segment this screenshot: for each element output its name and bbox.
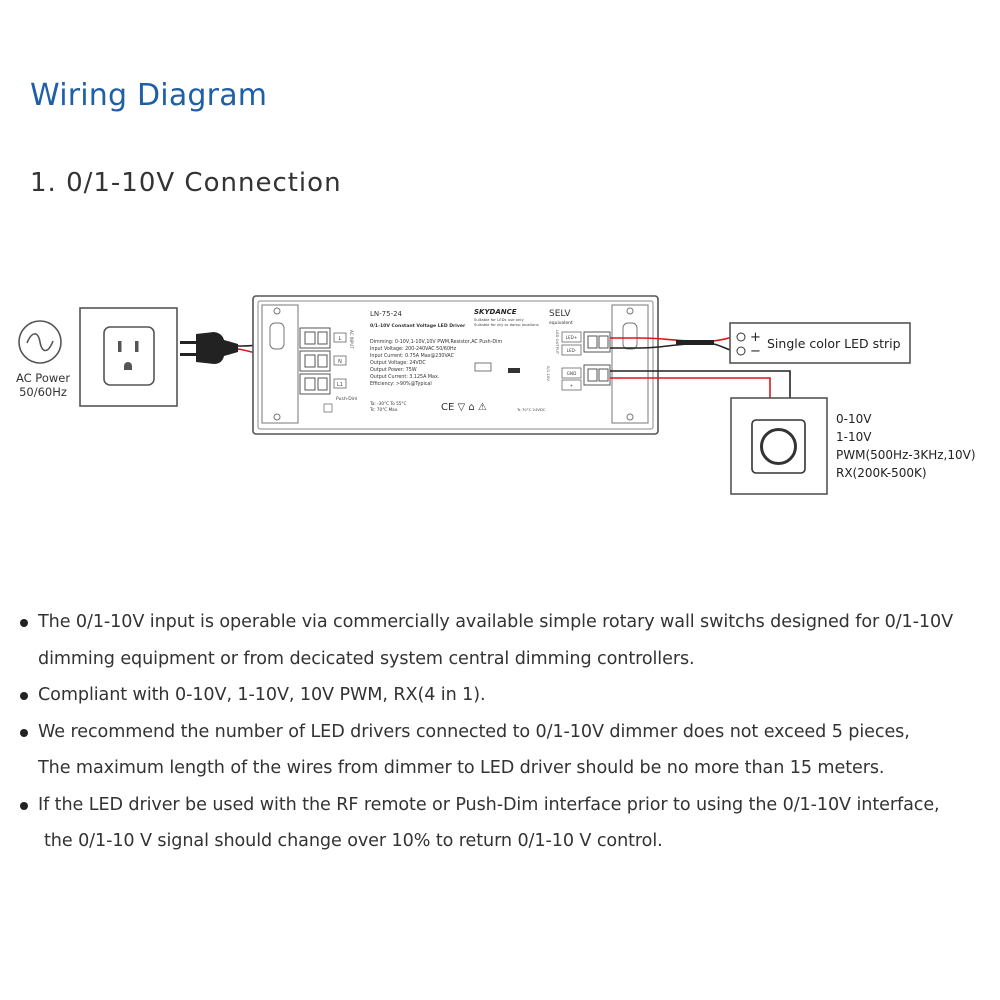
- ac-power-label: AC Power: [16, 371, 70, 385]
- terminal-l-label: L: [339, 336, 342, 342]
- wiring-diagram: AC Power 50/60Hz: [16, 295, 976, 495]
- note-line: If the LED driver be used with the RF re…: [38, 794, 940, 815]
- spec-line: Output Current: 3.125A Max.: [370, 374, 439, 380]
- dimmer-wires: [610, 370, 791, 398]
- note-line: The maximum length of the wires from dim…: [38, 758, 885, 778]
- spec-line: Efficiency: >90%@Typical: [370, 381, 432, 387]
- page-title: Wiring Diagram: [30, 78, 268, 113]
- spec-line: Input Current: 0.75A Max@230VAC: [370, 353, 455, 359]
- dimmer-mode: 1-10V: [836, 430, 872, 444]
- driver-spec-list: Dimming: 0-10V,1-10V,10V PWM,Resistor,AC…: [370, 339, 502, 387]
- push-dim-label: Push-Dim: [336, 396, 357, 402]
- note-line: dimming equipment or from decicated syst…: [38, 648, 695, 669]
- driver-product-name: 0/1-10V Constant Voltage LED Driver: [370, 323, 466, 329]
- driver-model: LN-75-24: [370, 310, 403, 318]
- led-strip-label: Single color LED strip: [767, 336, 901, 351]
- note-item: The 0/1-10V input is operable via commer…: [20, 604, 980, 677]
- ac-power-icon: [18, 320, 62, 364]
- note-line: We recommend the number of LED drivers c…: [38, 721, 910, 742]
- dim-side-label: 0/1-10V: [546, 366, 551, 381]
- bullet-icon: [20, 728, 28, 737]
- note-line: Compliant with 0-10V, 1-10V, 10V PWM, RX…: [38, 685, 486, 705]
- ac-frequency-label: 50/60Hz: [19, 385, 67, 399]
- driver-selv: SELV: [549, 309, 571, 319]
- driver-temp-tc: Tc: 70°C Max.: [369, 407, 399, 412]
- terminal-led-minus-label: LED-: [567, 348, 577, 353]
- bullet-icon: [20, 619, 28, 627]
- notes-list: The 0/1-10V input is operable via commer…: [20, 604, 980, 860]
- led-minus-label: −: [750, 344, 761, 359]
- led-driver: L N L1 Push-Dim AC INPUT LN-75-24 0/1-10…: [252, 295, 659, 435]
- bullet-icon: [20, 692, 28, 700]
- led-strip: + − Single color LED strip: [729, 322, 911, 364]
- wall-outlet-icon: [79, 307, 178, 407]
- dimmer-mode: PWM(500Hz-3KHz,10V): [836, 448, 976, 462]
- note-line: The 0/1-10V input is operable via commer…: [38, 612, 953, 632]
- driver-brand: SKYDANCE: [474, 308, 517, 316]
- driver-temp-ta: Ta: -30°C To 55°C: [369, 401, 407, 406]
- spec-line: Output Voltage: 24VDC: [370, 360, 426, 366]
- dimmer-mode: RX(200K-500K): [836, 466, 927, 480]
- cert-marks: CE ▽ ⌂ ⚠: [441, 402, 487, 413]
- dimmer-mode: 0-10V: [836, 412, 872, 426]
- driver-selv-sub: equivalent: [549, 320, 573, 326]
- bullet-icon: [20, 801, 28, 810]
- note-item: If the LED driver be used with the RF re…: [20, 787, 980, 860]
- spec-line: Output Power: 75W: [370, 367, 417, 373]
- driver-bottom-spec: Tc 70°C 24VDC: [516, 407, 546, 412]
- rotary-dimmer: [730, 397, 828, 495]
- terminal-l1-label: L1: [337, 382, 343, 388]
- power-plug-icon: [180, 332, 238, 364]
- driver-suitability-1: Suitable for LEDs use only: [474, 317, 524, 322]
- terminal-gnd-label: GND: [567, 371, 577, 376]
- driver-suitability-2: Suitable for dry or damp locations: [474, 322, 539, 327]
- led-plus-label: +: [750, 330, 761, 345]
- spec-line: Input Voltage: 200-240VAC 50/60Hz: [370, 346, 457, 352]
- led-output-side-label: LED OUTPUT: [555, 330, 560, 355]
- note-line: the 0/1-10 V signal should change over 1…: [44, 831, 663, 851]
- terminal-dim-plus-label: +: [570, 383, 574, 388]
- terminal-led-plus-label: LED+: [566, 335, 578, 340]
- spec-line: Dimming: 0-10V,1-10V,10V PWM,Resistor,AC…: [370, 339, 502, 345]
- terminal-n-label: N: [338, 359, 342, 365]
- ac-input-side-label: AC INPUT: [349, 330, 354, 349]
- note-item: Compliant with 0-10V, 1-10V, 10V PWM, RX…: [20, 677, 980, 714]
- note-item: We recommend the number of LED drivers c…: [20, 714, 980, 787]
- dimmer-mode-list: 0-10V 1-10V PWM(500Hz-3KHz,10V) RX(200K-…: [836, 412, 976, 480]
- section-title: 1. 0/1-10V Connection: [30, 168, 342, 198]
